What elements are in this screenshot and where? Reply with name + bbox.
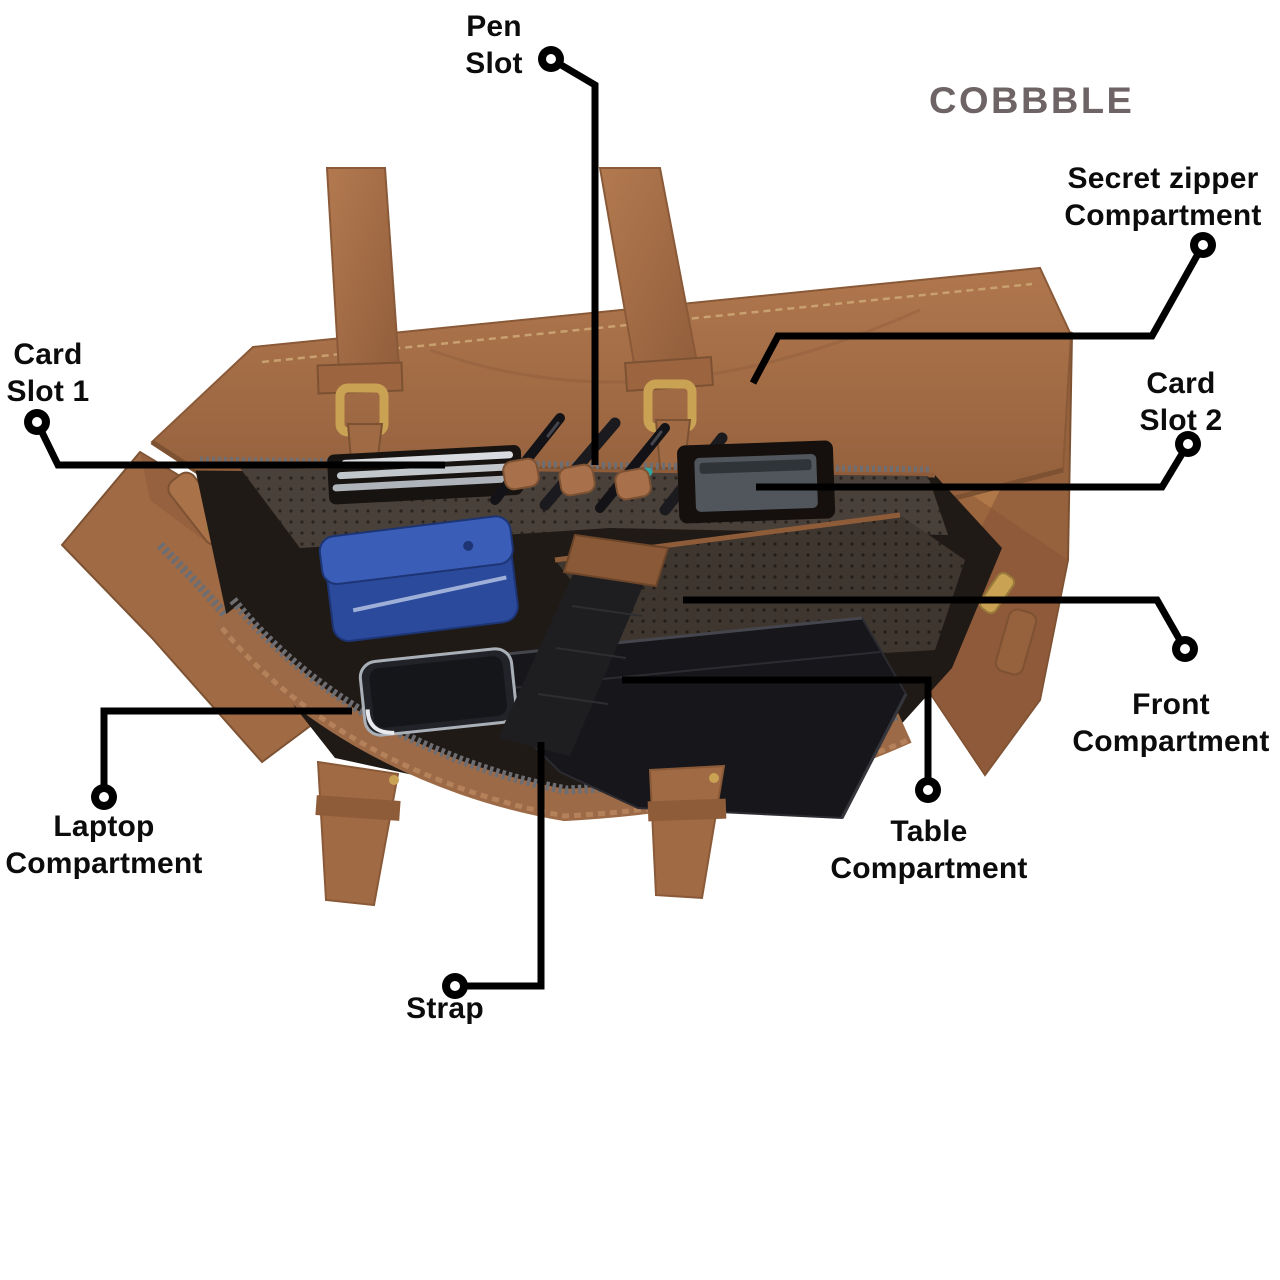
label-line: Slot 2 [1139,404,1223,437]
label-table-compartment: Table Compartment [830,813,1027,887]
callout-line-secret-zipper-compartment [749,243,1207,385]
label-line: Slot 1 [6,375,90,408]
label-line: Card [13,338,83,371]
wallet [318,515,519,642]
label-front-compartment: Front Compartment [1072,686,1269,760]
callout-dot-card-slot-2 [1175,431,1201,457]
label-secret-zipper-compartment: Secret zipper Compartment [1064,160,1261,234]
bag-handle-left [316,167,404,473]
label-line: Pen [466,10,522,43]
label-card-slot-2: Card Slot 2 [1140,365,1223,439]
label-laptop-compartment: Laptop Compartment [5,808,202,882]
label-line: Card [1146,367,1216,400]
label-line: Slot [465,47,523,80]
callout-lines [33,55,1207,990]
front-handle-right [647,764,727,900]
label-line: Compartment [1064,199,1262,232]
callout-line-card-slot-1 [33,420,445,469]
label-line: Front [1132,688,1210,721]
elastic-strap [498,533,670,756]
label-card-slot-1: Card Slot 1 [7,336,90,410]
callout-dot-strap [442,973,468,999]
callout-line-strap [455,742,545,990]
callout-line-front-compartment [683,596,1189,651]
callout-line-card-slot-2 [756,442,1191,491]
callout-dot-pen-slot [538,46,564,72]
front-handle-left [315,760,401,907]
label-pen-slot: Pen Slot [465,8,522,82]
callout-line-laptop-compartment [100,707,352,797]
callout-dot-table-compartment [915,777,941,803]
zipper-teeth-front [229,597,900,795]
label-line: Strap [406,992,484,1025]
callout-dot-secret-zipper-compartment [1190,232,1216,258]
callout-dot-card-slot-1 [24,409,50,435]
label-line: Table [890,815,968,848]
callout-dots [24,46,1216,999]
phone [358,647,518,737]
label-line: Compartment [830,852,1028,885]
callout-line-table-compartment [622,676,932,790]
callout-line-pen-slot [549,55,599,465]
callout-dot-front-compartment [1172,636,1198,662]
callout-dot-laptop-compartment [91,784,117,810]
label-line: Laptop [53,810,155,843]
label-line: Compartment [5,847,203,880]
zipper-teeth-left [156,541,272,671]
brand-logo: COBBBLE [929,80,1135,122]
label-line: Secret zipper [1067,162,1259,195]
label-line: Compartment [1072,725,1270,758]
card-slot-2-pocket [677,440,836,524]
label-strap: Strap [406,990,484,1027]
strap-leather-cap [562,533,670,588]
